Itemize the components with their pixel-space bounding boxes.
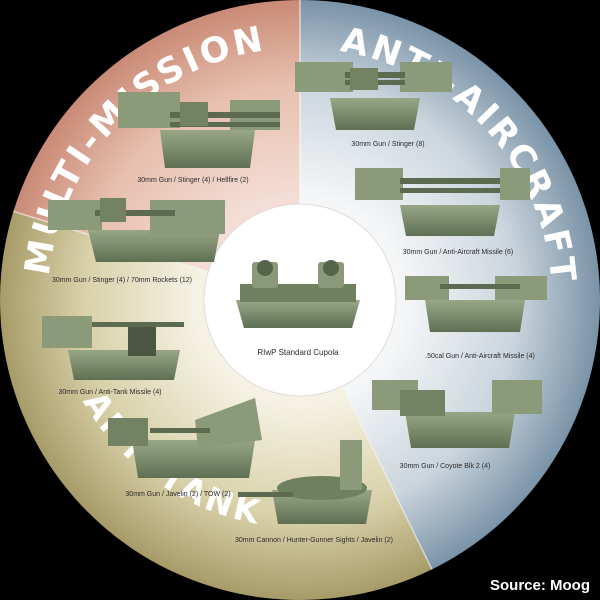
turret-image-5 <box>405 276 547 332</box>
turret-image-1 <box>118 92 280 168</box>
cupola-label: RIwP Standard Cupola <box>257 348 339 357</box>
source-credit: Source: Moog <box>490 577 590 594</box>
turret-image-3 <box>295 62 452 130</box>
turret-image-2 <box>48 198 225 262</box>
turret-label-8: 30mm Gun / Javelin (2) / TOW (2) <box>125 491 230 498</box>
cupola-image <box>236 260 360 328</box>
turret-image-4 <box>355 168 530 236</box>
turret-label-1: 30mm Gun / Stinger (4) / Hellfire (2) <box>137 177 248 184</box>
turret-label-6: 30mm Gun / Coyote Blk 2 (4) <box>400 463 491 470</box>
turret-label-9: 30mm Cannon / Hunter-Gunner Sights / Jav… <box>235 537 393 544</box>
turret-label-3: 30mm Gun / Stinger (8) <box>351 141 424 148</box>
turret-image-8 <box>108 398 262 478</box>
turret-label-7: 30mm Gun / Anti-Tank Missile (4) <box>58 389 161 396</box>
turret-label-5: .50cal Gun / Anti-Aircraft Missile (4) <box>425 353 535 360</box>
turret-image-7 <box>42 316 184 380</box>
turret-label-4: 30mm Gun / Anti-Aircraft Missile (6) <box>403 249 513 256</box>
turret-image-6 <box>372 380 542 448</box>
turret-label-2: 30mm Gun / Stinger (4) / 70mm Rockets (1… <box>52 277 192 284</box>
turret-image-9 <box>238 440 372 524</box>
